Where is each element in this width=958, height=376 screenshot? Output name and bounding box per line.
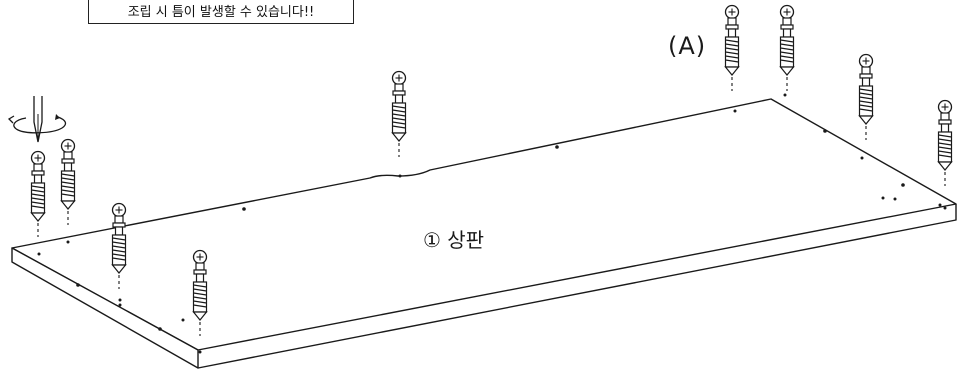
cam-bolt-icon (391, 70, 407, 158)
board-holes (37, 93, 947, 354)
cam-bolt-icon (30, 150, 46, 238)
cam-bolt-icon (60, 138, 76, 226)
top-panel-label: ① 상판 (423, 228, 485, 252)
cam-bolt-icon (858, 53, 874, 141)
cam-bolt-icon (937, 99, 953, 187)
warning-notice: 조립 시 틈이 발생할 수 있습니다!! (88, 0, 354, 24)
rotate-arrow-icon (7, 114, 67, 134)
screwdriver-icon (33, 96, 43, 143)
cam-bolt-icon (724, 4, 740, 92)
cam-bolt-icon (779, 4, 795, 92)
top-panel-board (11, 98, 957, 369)
part-a-label: (A) (668, 32, 707, 60)
warning-text: 조립 시 틈이 발생할 수 있습니다!! (127, 5, 315, 20)
